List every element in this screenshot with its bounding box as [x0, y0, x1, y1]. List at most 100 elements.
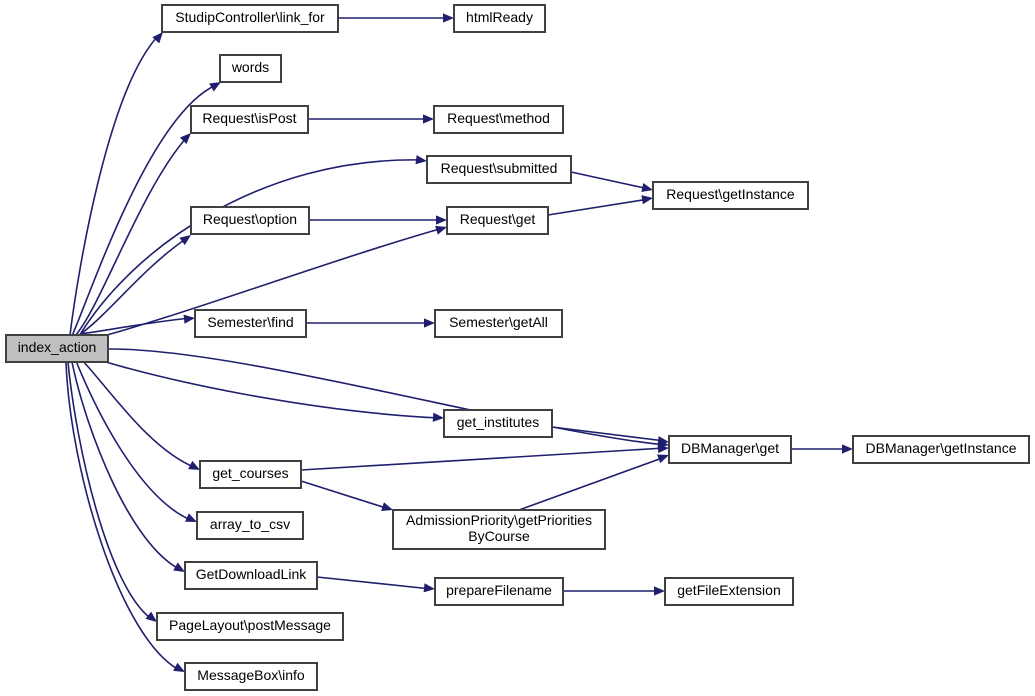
- node-label: words: [231, 59, 269, 75]
- node-label: DBManager\getInstance: [866, 440, 1017, 456]
- node-getInstance[interactable]: Request\getInstance: [652, 181, 809, 210]
- node-semfind[interactable]: Semester\find: [194, 309, 307, 338]
- arrowhead-icon: [657, 443, 669, 454]
- node-htmlReady[interactable]: htmlReady: [453, 4, 546, 33]
- arrowhead-icon: [179, 133, 191, 145]
- node-box[interactable]: [219, 54, 282, 83]
- node-method[interactable]: Request\method: [433, 105, 564, 134]
- call-edge-semfind-to-semgetall: [306, 318, 435, 328]
- call-edge-index_action-to-link_for: [69, 32, 163, 336]
- node-label: Request\option: [203, 211, 297, 227]
- node-label: get_institutes: [457, 414, 540, 430]
- node-label: ByCourse: [468, 528, 530, 544]
- node-semgetall[interactable]: Semester\getAll: [434, 309, 563, 338]
- call-edge-getdownloadlink-to-preparefilename: [316, 576, 435, 593]
- node-box[interactable]: [184, 561, 318, 590]
- node-link_for[interactable]: StudipController\link_for: [161, 4, 339, 33]
- node-box[interactable]: [392, 509, 606, 550]
- call-edge-dbget-to-dbgetinstance: [791, 444, 853, 454]
- node-box[interactable]: [668, 435, 792, 464]
- call-edge-admissionpriority-to-dbget: [518, 454, 669, 511]
- node-get_courses[interactable]: get_courses: [199, 460, 302, 489]
- node-label: MessageBox\info: [197, 667, 305, 683]
- node-box[interactable]: [161, 4, 339, 33]
- node-label: Request\get: [460, 211, 536, 227]
- node-getfileextension[interactable]: getFileExtension: [664, 577, 794, 606]
- arrowhead-icon: [145, 611, 157, 622]
- node-box[interactable]: [446, 206, 549, 235]
- node-label: GetDownloadLink: [196, 566, 308, 582]
- node-dbget[interactable]: DBManager\get: [668, 435, 792, 464]
- arrowhead-icon: [654, 586, 665, 596]
- node-messageboxinfo[interactable]: MessageBox\info: [184, 662, 318, 691]
- node-dbgetinstance[interactable]: DBManager\getInstance: [852, 435, 1030, 464]
- edges-layer: [65, 13, 853, 672]
- arrowhead-icon: [188, 460, 200, 470]
- node-index_action[interactable]: index_action: [5, 334, 109, 363]
- node-box[interactable]: [190, 105, 309, 134]
- node-label: Request\isPost: [202, 110, 296, 126]
- arrowhead-icon: [435, 225, 447, 235]
- node-get_institutes[interactable]: get_institutes: [443, 409, 553, 438]
- arrowhead-icon: [641, 183, 653, 193]
- call-edge-get_courses-to-admissionpriority: [300, 480, 393, 511]
- node-box[interactable]: [190, 206, 310, 235]
- node-box[interactable]: [434, 577, 564, 606]
- call-edge-index_action-to-words: [71, 82, 221, 337]
- node-array_to_csv[interactable]: array_to_csv: [196, 511, 304, 540]
- node-box[interactable]: [443, 409, 553, 438]
- node-box[interactable]: [196, 511, 304, 540]
- call-edge-index_action-to-get_courses: [81, 359, 200, 470]
- node-label: PageLayout\postMessage: [169, 617, 331, 633]
- node-label: AdmissionPriority\getPriorities: [406, 512, 592, 528]
- call-edge-submitted-to-getInstance: [570, 171, 653, 193]
- node-box[interactable]: [453, 4, 546, 33]
- node-box[interactable]: [156, 612, 344, 641]
- call-edge-index_action-to-getdownloadlink: [71, 361, 185, 572]
- arrowhead-icon: [641, 195, 653, 205]
- node-box[interactable]: [652, 181, 809, 210]
- node-box[interactable]: [433, 105, 564, 134]
- arrowhead-icon: [423, 583, 435, 593]
- call-edge-link_for-to-htmlReady: [338, 13, 454, 23]
- arrowhead-icon: [842, 444, 853, 454]
- node-box[interactable]: [184, 662, 318, 691]
- node-box[interactable]: [199, 460, 302, 489]
- call-edge-index_action-to-reqget: [83, 225, 447, 342]
- node-box[interactable]: [434, 309, 563, 338]
- node-label: Request\submitted: [441, 160, 558, 176]
- node-words[interactable]: words: [219, 54, 282, 83]
- arrowhead-icon: [173, 562, 185, 572]
- arrowhead-icon: [183, 314, 195, 324]
- node-label: index_action: [18, 339, 97, 355]
- node-label: prepareFilename: [446, 582, 552, 598]
- arrowhead-icon: [423, 114, 434, 124]
- node-postmessage[interactable]: PageLayout\postMessage: [156, 612, 344, 641]
- node-label: Semester\getAll: [449, 314, 548, 330]
- call-edge-get_courses-to-dbget: [300, 443, 669, 471]
- node-label: Request\getInstance: [666, 186, 795, 202]
- call-edge-index_action-to-semfind: [79, 314, 195, 335]
- node-submitted[interactable]: Request\submitted: [426, 155, 572, 184]
- node-isPost[interactable]: Request\isPost: [190, 105, 309, 134]
- node-box[interactable]: [426, 155, 572, 184]
- arrowhead-icon: [436, 215, 447, 225]
- node-box[interactable]: [194, 309, 307, 338]
- node-box[interactable]: [852, 435, 1030, 464]
- arrowhead-icon: [657, 454, 669, 464]
- node-label: DBManager\get: [681, 440, 779, 456]
- node-box[interactable]: [5, 334, 109, 363]
- arrowhead-icon: [209, 82, 221, 92]
- node-getdownloadlink[interactable]: GetDownloadLink: [184, 561, 318, 590]
- node-box[interactable]: [664, 577, 794, 606]
- node-preparefilename[interactable]: prepareFilename: [434, 577, 564, 606]
- nodes-layer: index_action StudipController\link_for htm…: [5, 4, 1030, 691]
- node-label: array_to_csv: [210, 516, 290, 532]
- arrowhead-icon: [415, 155, 427, 165]
- node-reqget[interactable]: Request\get: [446, 206, 549, 235]
- arrowhead-icon: [152, 32, 163, 44]
- node-option[interactable]: Request\option: [190, 206, 310, 235]
